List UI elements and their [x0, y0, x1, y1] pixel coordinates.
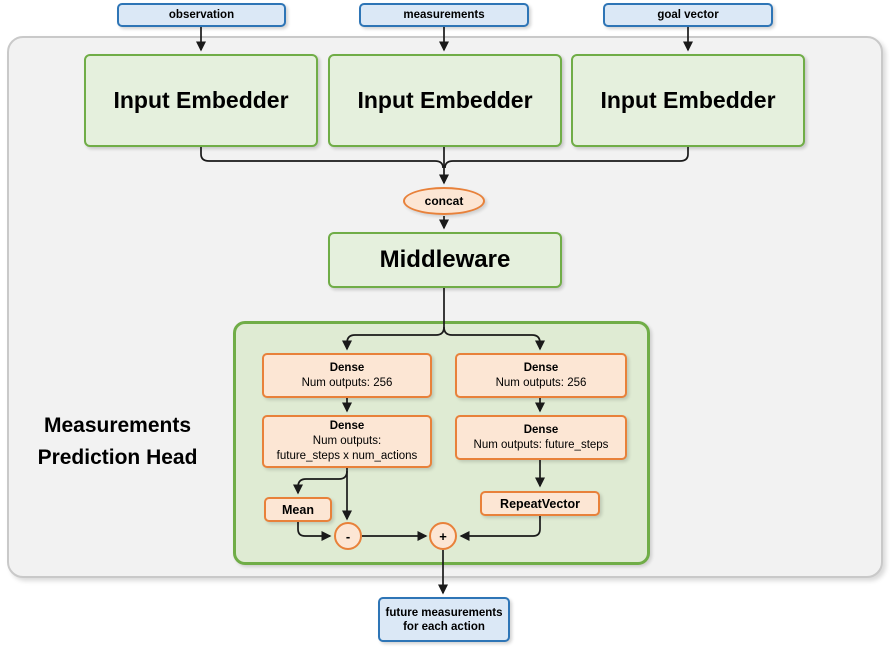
add-op-circle: +: [429, 522, 457, 550]
prediction-head-title-line2: Prediction Head: [37, 446, 198, 469]
dense-right-2: Dense Num outputs: future_steps: [455, 415, 627, 460]
add-op-label: +: [439, 528, 447, 544]
concat-node: concat: [403, 187, 485, 215]
input-node-label: goal vector: [657, 9, 719, 21]
mean-box: Mean: [264, 497, 332, 522]
input-embedder-label: Input Embedder: [357, 87, 533, 113]
prediction-head-title: Measurements Prediction Head: [15, 410, 220, 474]
dense-title: Dense: [523, 423, 559, 436]
input-embedder-label: Input Embedder: [600, 87, 776, 113]
input-embedder-2: Input Embedder: [328, 54, 562, 147]
input-node-observation: observation: [117, 3, 286, 27]
subtract-op-label: -: [345, 528, 351, 544]
prediction-head-title-line1: Measurements: [43, 414, 192, 437]
dense-title: Dense: [329, 420, 365, 432]
input-embedder-1: Input Embedder: [84, 54, 318, 147]
repeat-vector-box: RepeatVector: [480, 491, 600, 516]
output-node-label-line2: for each action: [403, 620, 485, 633]
mean-label: Mean: [282, 502, 314, 517]
middleware-box: Middleware: [328, 232, 562, 288]
dense-left-2: Dense Num outputs: future_steps x num_ac…: [262, 415, 432, 468]
subtract-op-circle: -: [334, 522, 362, 550]
dense-subtitle: future_steps x num_actions: [276, 450, 418, 462]
dense-subtitle: Num outputs: future_steps: [473, 438, 609, 451]
input-node-measurements: measurements: [359, 3, 529, 27]
input-node-label: observation: [168, 9, 235, 21]
dense-right-1: Dense Num outputs: 256: [455, 353, 627, 398]
input-node-goal-vector: goal vector: [603, 3, 773, 27]
middleware-label: Middleware: [379, 246, 511, 273]
output-node-future-measurements: future measurements for each action: [378, 597, 510, 642]
dense-subtitle: Num outputs: 256: [495, 376, 587, 389]
output-node-label-line1: future measurements: [385, 606, 503, 619]
input-node-label: measurements: [403, 9, 485, 21]
dense-subtitle: Num outputs:: [312, 435, 382, 447]
dense-left-1: Dense Num outputs: 256: [262, 353, 432, 398]
dense-subtitle: Num outputs: 256: [301, 376, 393, 389]
dense-title: Dense: [329, 361, 365, 374]
dense-title: Dense: [523, 361, 559, 374]
input-embedder-3: Input Embedder: [571, 54, 805, 147]
input-embedder-label: Input Embedder: [113, 87, 289, 113]
repeat-vector-label: RepeatVector: [500, 496, 580, 511]
concat-label: concat: [424, 194, 464, 208]
